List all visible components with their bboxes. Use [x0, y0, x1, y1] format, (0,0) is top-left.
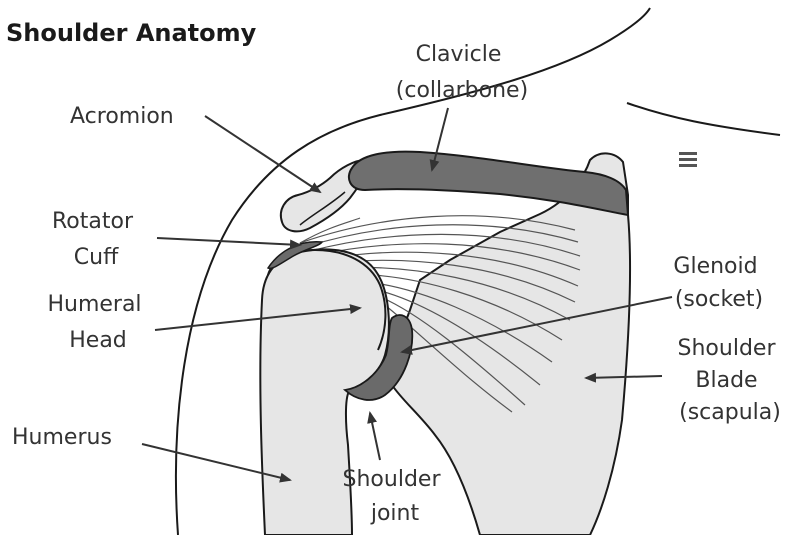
label-shoulder-joint: Shoulder joint — [343, 467, 448, 526]
label-shoulder-blade: Shoulder Blade (scapula) — [678, 336, 783, 425]
leader-rotator-cuff — [157, 238, 300, 245]
menu-mark-icon — [679, 152, 697, 167]
clavicle-bone — [349, 152, 628, 215]
label-humerus: Humerus — [12, 425, 112, 450]
neck-outline — [627, 103, 780, 135]
label-rotator-cuff: Rotator Cuff — [52, 209, 140, 270]
leader-shoulder-joint — [370, 413, 380, 460]
label-clavicle: Clavicle (collarbone) — [396, 42, 528, 103]
label-acromion: Acromion — [70, 104, 174, 129]
label-humeral-head: Humeral Head — [47, 292, 148, 353]
label-glenoid: Glenoid (socket) — [673, 254, 764, 312]
page-title: Shoulder Anatomy — [6, 19, 257, 47]
